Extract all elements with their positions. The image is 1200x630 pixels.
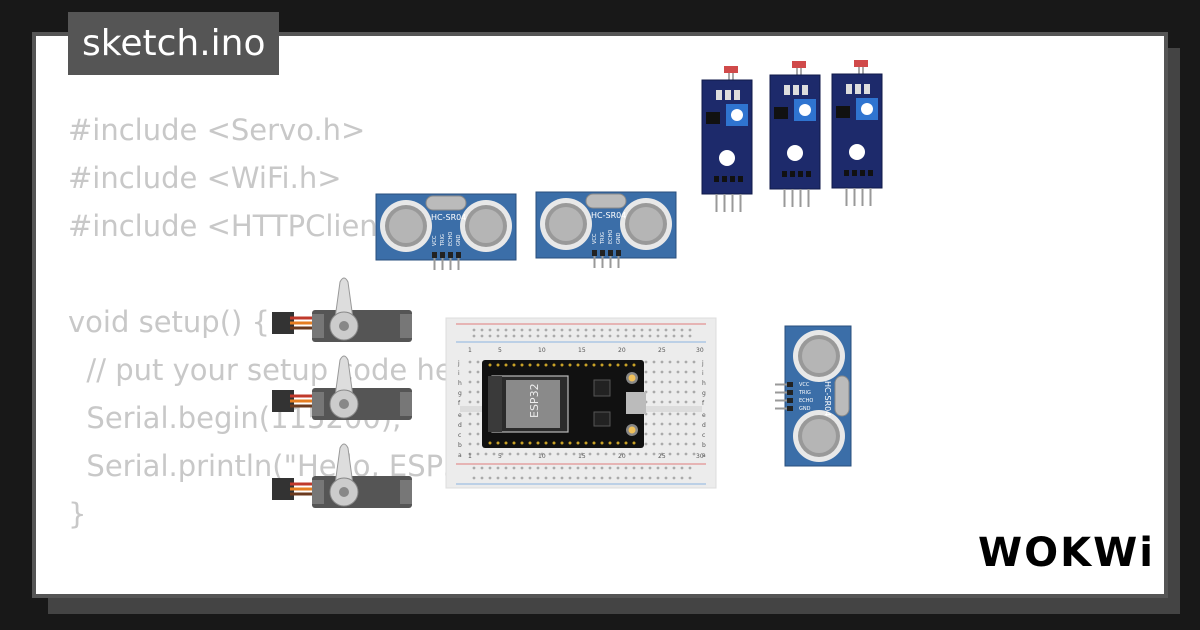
svg-text:h: h xyxy=(702,380,706,387)
svg-text:10: 10 xyxy=(538,347,546,354)
svg-text:1: 1 xyxy=(468,453,472,460)
svg-text:15: 15 xyxy=(578,347,586,354)
svg-text:i: i xyxy=(458,370,460,377)
wokwi-logo-text: WOKWi xyxy=(978,530,1155,576)
svg-text:20: 20 xyxy=(618,347,626,354)
code-line: #include <WiFi.h> xyxy=(68,161,342,195)
svg-text:f: f xyxy=(702,400,705,407)
svg-text:d: d xyxy=(458,422,462,429)
svg-text:5: 5 xyxy=(498,453,502,460)
project-card: #include <Servo.h>#include <WiFi.h>#incl… xyxy=(32,32,1168,598)
svg-text:TRIG: TRIG xyxy=(600,232,606,245)
svg-text:d: d xyxy=(702,422,706,429)
svg-text:GND: GND xyxy=(799,406,811,412)
servo-motor-2[interactable] xyxy=(272,355,412,420)
code-line xyxy=(68,538,676,586)
svg-text:VCC: VCC xyxy=(592,233,598,244)
svg-text:30: 30 xyxy=(696,453,704,460)
svg-text:VCC: VCC xyxy=(799,382,810,388)
svg-text:TRIG: TRIG xyxy=(440,234,446,247)
svg-text:e: e xyxy=(702,412,706,419)
svg-text:ECHO: ECHO xyxy=(799,398,813,404)
code-line: void setup() { xyxy=(68,305,270,339)
svg-text:5: 5 xyxy=(498,347,502,354)
svg-text:b: b xyxy=(702,442,706,449)
svg-text:HC-SR04: HC-SR04 xyxy=(591,211,626,220)
ultrasonic-sensor-3[interactable]: HC-SR04 VCC TRIG ECHO GND xyxy=(775,325,852,467)
ldr-module-2[interactable] xyxy=(769,61,821,207)
svg-text:30: 30 xyxy=(696,347,704,354)
code-line: #include <Servo.h> xyxy=(68,113,366,147)
svg-text:b: b xyxy=(458,442,462,449)
svg-text:HC-SR04: HC-SR04 xyxy=(431,213,466,222)
ldr-module-3[interactable] xyxy=(831,60,883,206)
svg-text:a: a xyxy=(458,452,462,459)
svg-text:20: 20 xyxy=(618,453,626,460)
svg-text:h: h xyxy=(458,380,462,387)
code-line: } xyxy=(68,497,87,531)
svg-text:i: i xyxy=(702,370,704,377)
servo-motor-3[interactable] xyxy=(272,443,412,508)
svg-text:GND: GND xyxy=(616,232,622,244)
svg-text:f: f xyxy=(458,400,461,407)
file-tab[interactable]: sketch.ino xyxy=(68,12,280,75)
svg-text:15: 15 xyxy=(578,453,586,460)
svg-text:j: j xyxy=(457,360,460,367)
svg-text:g: g xyxy=(458,390,462,397)
svg-text:1: 1 xyxy=(468,347,472,354)
svg-text:ECHO: ECHO xyxy=(448,232,454,246)
svg-text:e: e xyxy=(458,412,462,419)
code-line: void loop() { xyxy=(68,586,676,594)
svg-text:HC-SR04: HC-SR04 xyxy=(823,381,832,416)
servo-motor-1[interactable] xyxy=(272,277,412,342)
wokwi-logo: WOKWi xyxy=(978,530,1155,576)
svg-text:TRIG: TRIG xyxy=(798,390,811,396)
svg-text:25: 25 xyxy=(658,347,666,354)
svg-text:a: a xyxy=(702,452,706,459)
ldr-module-1[interactable] xyxy=(701,66,753,212)
esp32-board[interactable]: ESP32 xyxy=(482,360,646,448)
svg-text:10: 10 xyxy=(538,453,546,460)
svg-text:25: 25 xyxy=(658,453,666,460)
svg-text:ECHO: ECHO xyxy=(608,230,614,244)
svg-text:j: j xyxy=(701,360,704,367)
svg-text:c: c xyxy=(702,432,705,439)
svg-text:c: c xyxy=(458,432,461,439)
svg-text:VCC: VCC xyxy=(432,235,438,246)
svg-text:ESP32: ESP32 xyxy=(528,383,541,418)
svg-text:g: g xyxy=(702,390,706,397)
svg-text:GND: GND xyxy=(456,234,462,246)
